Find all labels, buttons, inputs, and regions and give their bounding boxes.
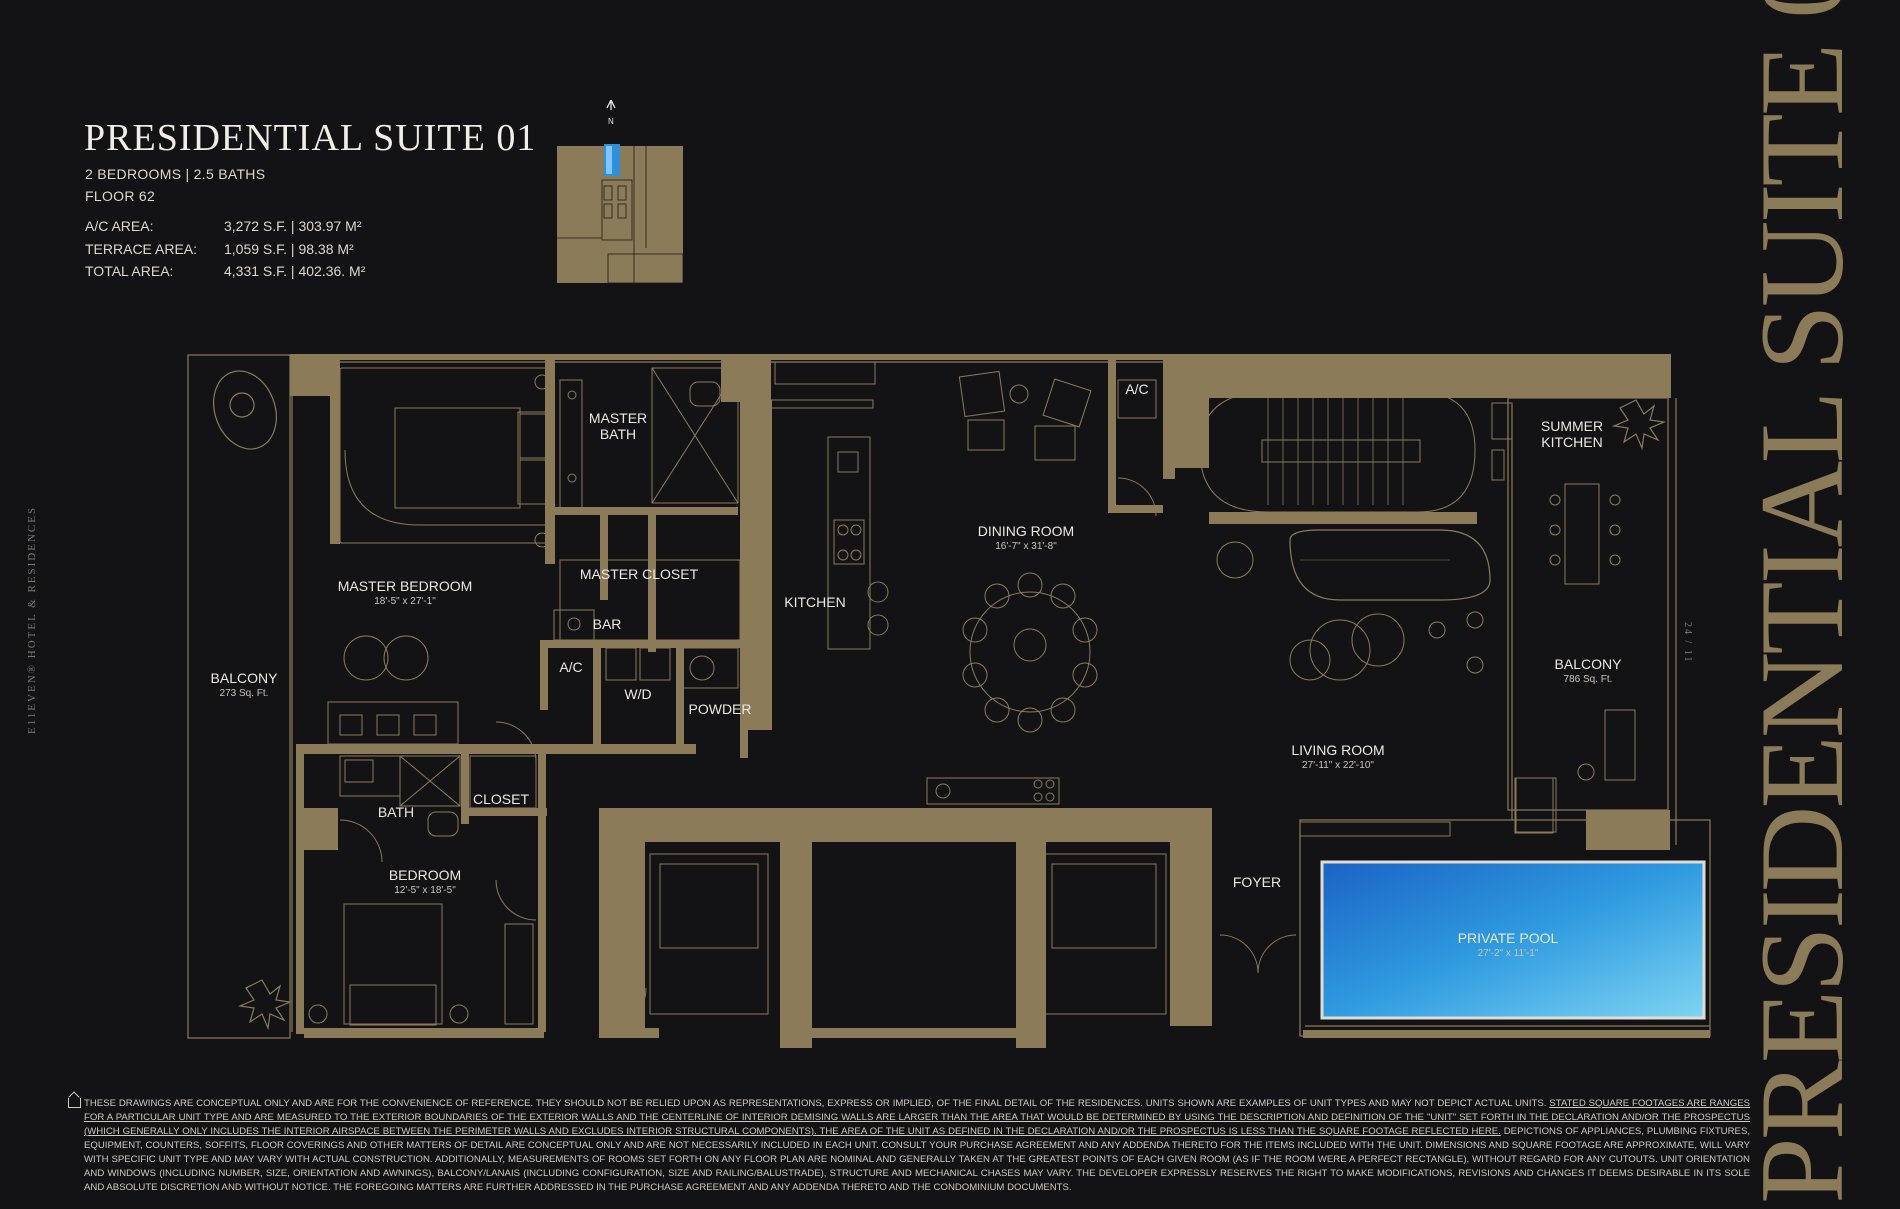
fixtures <box>308 361 1636 1029</box>
plant-icon <box>213 370 1667 1031</box>
room-closet: CLOSET <box>472 791 530 807</box>
room-wd: W/D <box>624 686 652 702</box>
floor-number: FLOOR 62 <box>85 188 156 204</box>
room-foyer: FOYER <box>1232 874 1282 890</box>
floor-plan <box>187 354 1711 1048</box>
terrace-area-value: 1,059 S.F. | 98.38 M² <box>224 241 354 257</box>
room-master-closet: MASTER CLOSET <box>579 566 699 582</box>
room-ac-1: A/C <box>559 659 583 675</box>
north-label: N <box>608 117 614 126</box>
room-powder: POWDER <box>688 701 752 717</box>
equal-housing-icon <box>68 1098 81 1108</box>
ac-area-value: 3,272 S.F. | 303.97 M² <box>224 218 362 234</box>
room-master-bath: MASTER BATH <box>588 410 648 442</box>
room-bar: BAR <box>592 616 622 632</box>
room-kitchen: KITCHEN <box>784 594 846 610</box>
vertical-suite-title: PRESIDENTIAL SUITE 01 <box>1735 0 1868 1204</box>
room-summer-kitchen: SUMMER KITCHEN <box>1540 418 1604 450</box>
page-number: 24 / 11 <box>1682 622 1693 664</box>
page-title: PRESIDENTIAL SUITE 01 <box>84 117 537 159</box>
total-area-value: 4,331 S.F. | 402.36. M² <box>224 263 366 279</box>
legal-disclaimer: THESE DRAWINGS ARE CONCEPTUAL ONLY AND A… <box>84 1098 1751 1193</box>
room-ac-2: A/C <box>1125 381 1149 397</box>
north-arrow-icon <box>606 99 616 110</box>
ac-area-label: A/C AREA: <box>85 218 154 234</box>
brand-name: E11EVEN® HOTEL & RESIDENCES <box>26 505 38 734</box>
key-plan: N <box>557 99 684 284</box>
total-area-label: TOTAL AREA: <box>85 263 174 279</box>
bed-bath-count: 2 BEDROOMS | 2.5 BATHS <box>85 166 266 182</box>
room-bath: BATH <box>377 804 415 820</box>
terrace-area-label: TERRACE AREA: <box>85 241 198 257</box>
private-pool <box>1320 860 1706 1020</box>
